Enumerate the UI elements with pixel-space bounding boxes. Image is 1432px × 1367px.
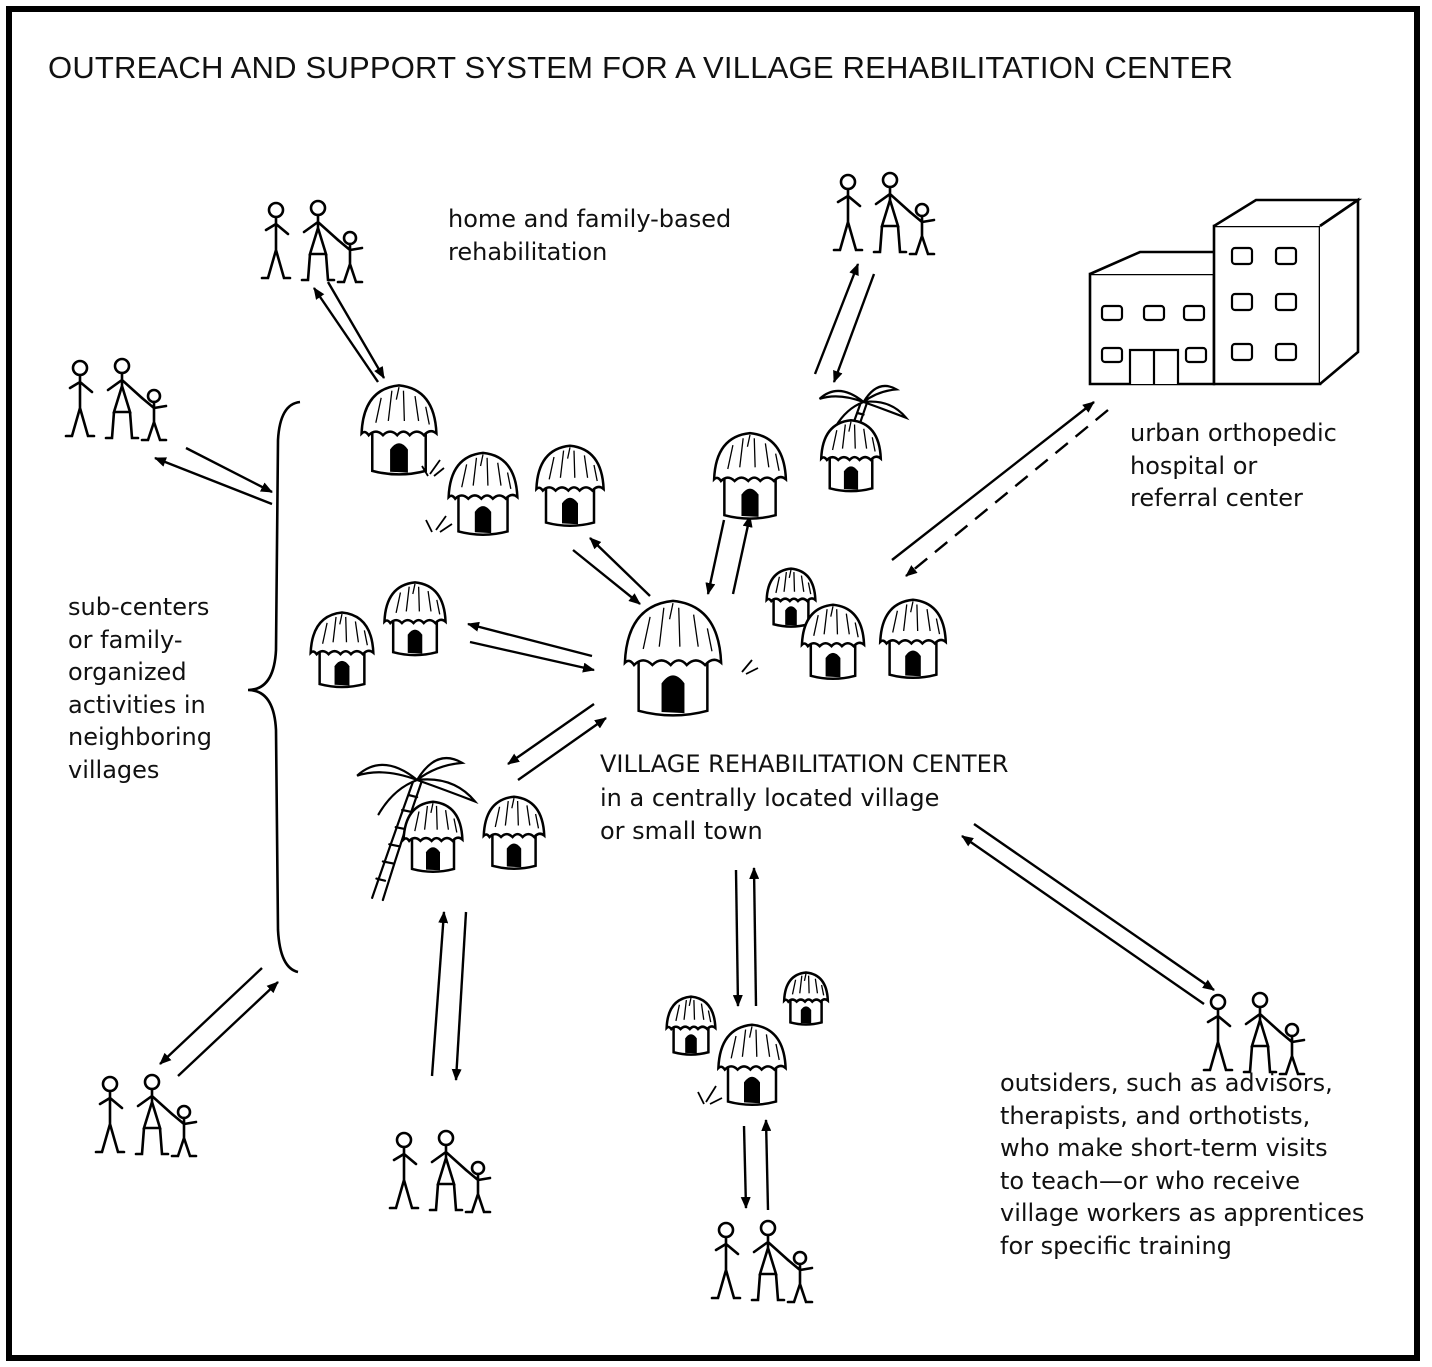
outsiders-label: outsiders, such as advisors, therapists,… [1000, 1069, 1365, 1260]
center-name-label: VILLAGE REHABILITATION CENTER [600, 750, 1009, 778]
family-figures [710, 1219, 814, 1304]
hut-cluster-top-left [360, 384, 605, 536]
family-figures [260, 199, 364, 284]
hut-cluster-lower-left [402, 795, 546, 873]
family-figures [1202, 991, 1306, 1076]
hut-cluster-right [765, 567, 947, 680]
diagram-frame [6, 6, 1420, 1361]
hospital-label: urban orthopedic hospital or referral ce… [1130, 419, 1337, 512]
hut-cluster-bottom [665, 971, 829, 1106]
family-figures [832, 171, 936, 256]
family-figures [94, 1073, 198, 1158]
grass-tufts [422, 460, 758, 1104]
subcenters-label: sub-centers or family- organized activit… [68, 593, 212, 784]
hut-cluster-top-right [712, 419, 882, 520]
family-figures [64, 357, 168, 442]
grouping-bracket [248, 402, 300, 972]
village-rehabilitation-center-hut [623, 598, 723, 718]
arrows [154, 263, 1215, 1210]
center-description-label: in a centrally located village or small … [600, 784, 940, 845]
hospital-building [1090, 200, 1358, 384]
diagram-title: OUTREACH AND SUPPORT SYSTEM FOR A VILLAG… [48, 50, 1234, 85]
family-figures [388, 1129, 492, 1214]
home-family-label: home and family-based rehabilitation [448, 205, 732, 266]
hut-cluster-left [309, 581, 447, 688]
